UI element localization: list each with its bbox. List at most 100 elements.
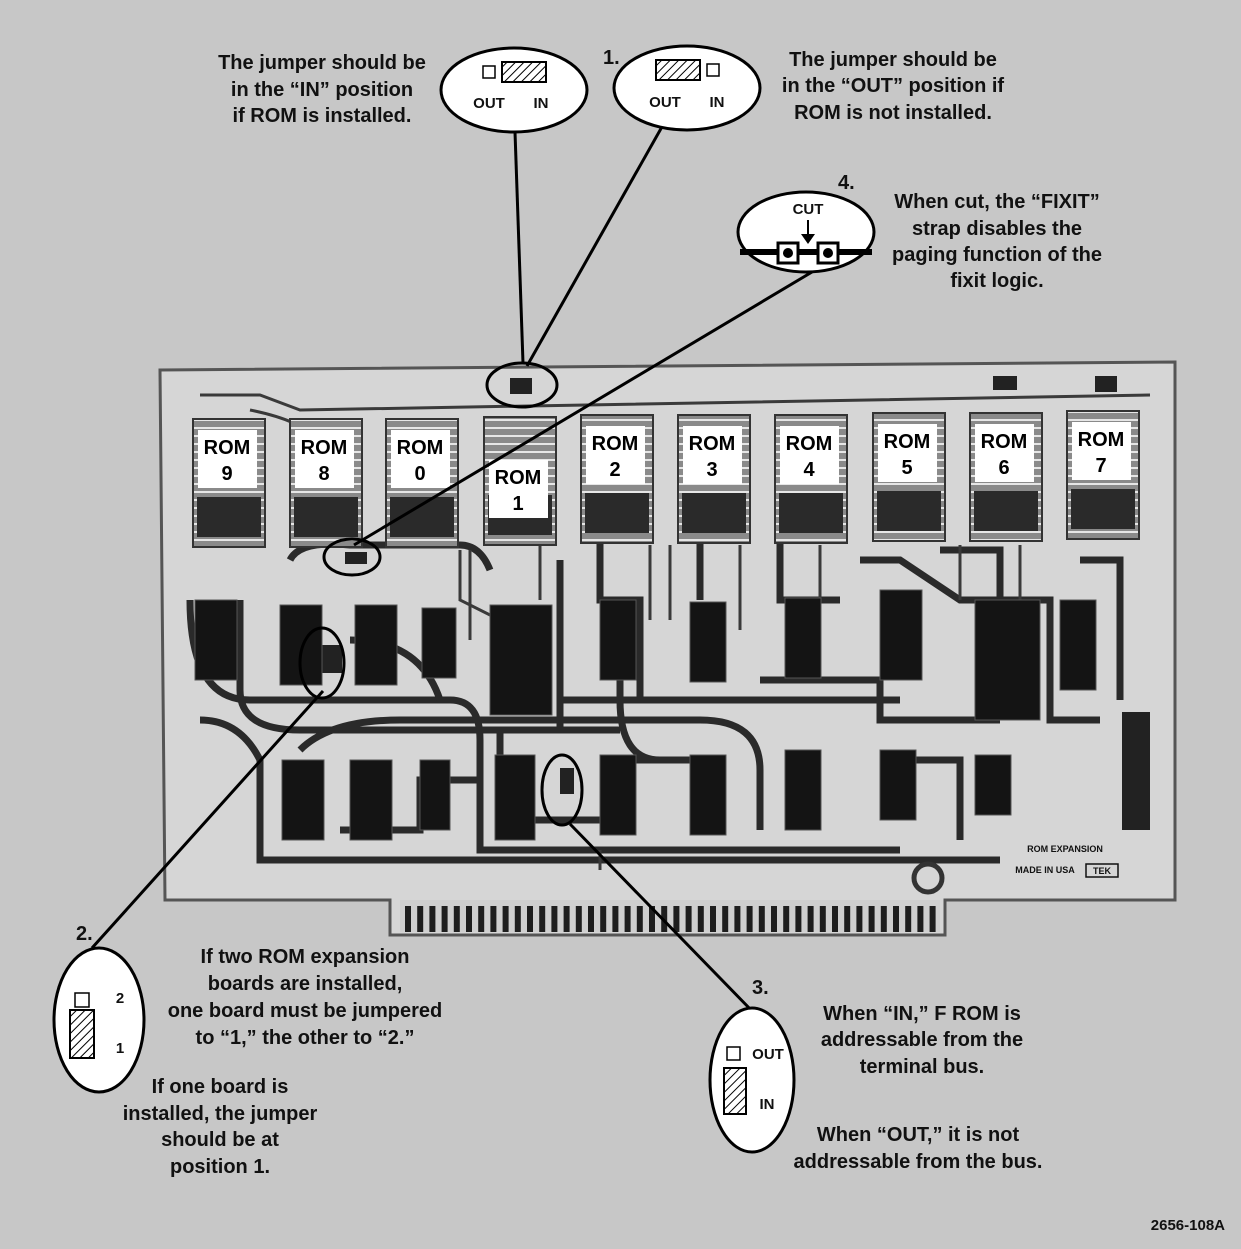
connector-finger [685, 906, 692, 932]
board-jumper-1 [510, 378, 532, 394]
rom-label-number: 3 [706, 459, 717, 481]
rom-label-box [489, 460, 548, 518]
callout1-in-open-pad [482, 65, 496, 79]
connector-finger [466, 906, 472, 932]
rom-label-box [586, 426, 645, 484]
connector-finger [600, 906, 607, 932]
board-marking-strip [1122, 712, 1150, 830]
connector-finger [405, 906, 411, 932]
rom-label-box [878, 424, 937, 482]
rom-label-line1: ROM [204, 437, 251, 459]
edge-connector [400, 900, 940, 932]
rom-label-line1: ROM [981, 431, 1028, 453]
connector-finger [856, 906, 863, 932]
rom-label-line1: ROM [592, 433, 639, 455]
connector-finger [929, 906, 936, 932]
ic-chip [974, 754, 1012, 816]
callout1-out-open-pad [706, 63, 720, 77]
rom-label-number: 0 [414, 463, 425, 485]
callout-3: 3. OUT IN When “IN,” F ROM is addressabl… [708, 977, 1043, 1173]
ic-chip [349, 759, 393, 841]
rom-label-box [295, 430, 354, 488]
connector-finger [807, 906, 814, 932]
figure-id: 2656-108A [1151, 1217, 1225, 1234]
rom-socket-2: ROM 0 [385, 418, 459, 548]
callout2-note-a-line3: one board must be jumpered [168, 1000, 442, 1022]
ic-chip [494, 754, 536, 841]
callout-2: 2. 2 1 If two ROM expansion boards are i… [52, 923, 442, 1178]
callout1-right-line1: The jumper should be [789, 49, 997, 71]
ring-jumper-1 [485, 361, 559, 409]
ic-chip [599, 754, 637, 836]
callout1-out-balloon-out-label: OUT [649, 94, 681, 111]
connector-finger [612, 906, 619, 932]
callout4-note-line2: strap disables the [912, 218, 1082, 240]
rom-socket-base [779, 493, 843, 533]
board-brand-label: TEK [1093, 866, 1112, 876]
connector-finger [771, 906, 777, 932]
rom-socket-0: ROM 9 [192, 418, 266, 548]
ic-chip [1059, 599, 1097, 691]
ic-chip [689, 754, 727, 836]
leader-callout4 [353, 270, 813, 547]
callout4-note-line4: fixit logic. [950, 270, 1043, 292]
board-jumper-3 [560, 768, 574, 794]
board-select-balloon: 2 1 [52, 946, 146, 1094]
callout3-number: 3. [752, 977, 769, 999]
callout1-number: 1. [603, 47, 620, 69]
connector-finger [417, 906, 424, 932]
connector-finger [539, 906, 546, 932]
board-part-top-right [1095, 376, 1117, 392]
board-mount-hole [911, 861, 945, 895]
callout4-note-line1: When cut, the “FIXIT” [894, 191, 1100, 213]
callout3-out-label: OUT [752, 1046, 784, 1063]
ic-chip [419, 759, 451, 831]
callout4-note-line3: paging function of the [892, 244, 1102, 266]
connector-finger [527, 906, 533, 932]
callout2-note-a-line4: to “1,” the other to “2.” [196, 1027, 415, 1049]
from-select-balloon: OUT IN [708, 1006, 796, 1154]
callout1-right-line3: ROM is not installed. [794, 102, 992, 124]
ic-chip [599, 599, 637, 681]
connector-finger [575, 906, 582, 932]
board-made-in-label: MADE IN USA [1015, 865, 1075, 875]
callout1-left-note: The jumper should be in the “IN” positio… [218, 52, 426, 127]
rom-label-box [1072, 422, 1131, 480]
rom-socket-base [682, 493, 746, 533]
callout-4: 4. When cut, the “FIXIT” strap disables … [736, 172, 1102, 292]
rom-socket-base [974, 491, 1038, 531]
rom-label-line1: ROM [884, 431, 931, 453]
connector-finger [514, 906, 521, 932]
board-part-top [993, 376, 1017, 390]
callout4-number: 4. [838, 172, 855, 194]
rom-label-line1: ROM [397, 437, 444, 459]
callout1-right-line2: in the “OUT” position if [782, 75, 1005, 97]
ic-chip [354, 604, 398, 686]
callout-1: 1. The jumper should be in the “IN” posi… [218, 44, 1005, 134]
rom-label-box [780, 426, 839, 484]
callout2-note-b-line2: installed, the jumper [123, 1103, 318, 1125]
callout3-note-a-line3: terminal bus. [860, 1056, 984, 1078]
fixit-strap-balloon: CUT [736, 190, 876, 274]
ic-chip [784, 749, 822, 831]
callout2-jumper [69, 1009, 95, 1059]
callout3-note-b-line2: addressable from the bus. [794, 1151, 1043, 1173]
ic-chip [489, 604, 553, 716]
connector-finger [429, 906, 436, 932]
callout1-in-balloon-in-label: IN [534, 95, 549, 112]
connector-finger [441, 906, 448, 932]
ic-chip [689, 601, 727, 683]
rom-socket-base [1071, 489, 1135, 529]
rom-label-number: 9 [221, 463, 232, 485]
connector-finger [563, 906, 570, 932]
ic-chip [421, 607, 457, 679]
callout2-pad-2 [74, 992, 90, 1008]
jumper-in-balloon: OUT IN [439, 46, 589, 134]
callout3-out-pad [726, 1046, 741, 1061]
leader-callout2 [90, 689, 325, 950]
